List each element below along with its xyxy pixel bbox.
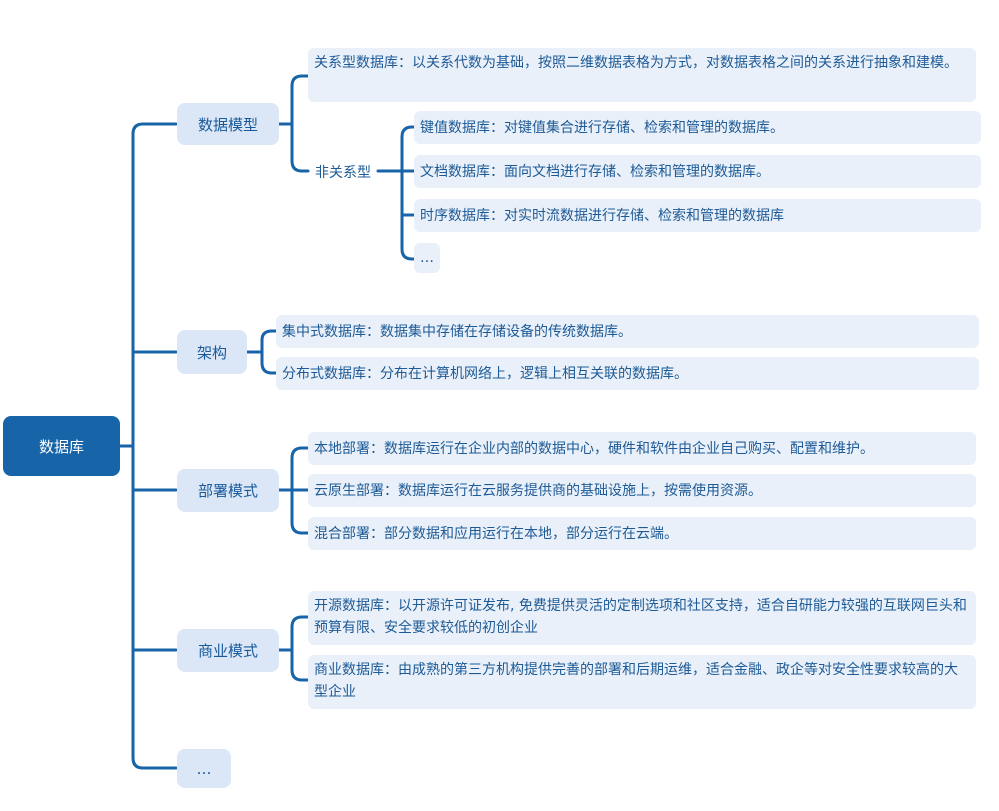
leaf-cloudnative-deploy-text: 云原生部署：数据库运行在云服务提供商的基础设施上，按需使用资源。: [314, 482, 762, 499]
leaf-keyvalue-db-text: 键值数据库：对键值集合进行存储、检索和管理的数据库。: [420, 119, 784, 136]
branch-more-label: …: [196, 759, 212, 778]
leaf-relational-db[interactable]: 关系型数据库：以关系代数为基础，按照二维数据表格为方式，对数据表格之间的关系进行…: [308, 48, 976, 102]
leaf-commercial-db-text: 商业数据库：由成熟的第三方机构提供完善的部署和后期运维，适合金融、政企等对安全性…: [314, 662, 958, 700]
leaf-distributed-db[interactable]: 分布式数据库：分布在计算机网络上，逻辑上相互关联的数据库。: [276, 357, 979, 390]
leaf-relational-db-text: 关系型数据库：以关系代数为基础，按照二维数据表格为方式，对数据表格之间的关系进行…: [314, 55, 958, 71]
leaf-onpremise-deploy-text: 本地部署：数据库运行在企业内部的数据中心，硬件和软件由企业自己购买、配置和维护。: [314, 440, 874, 457]
leaf-timeseries-db-text: 时序数据库：对实时流数据进行存储、检索和管理的数据库: [420, 207, 784, 224]
leaf-distributed-db-text: 分布式数据库：分布在计算机网络上，逻辑上相互关联的数据库。: [282, 365, 688, 382]
branch-architecture[interactable]: 架构: [177, 330, 247, 374]
node-nonrelational-label: 非关系型: [315, 165, 371, 181]
branch-business[interactable]: 商业模式: [177, 629, 279, 672]
leaf-nonrelational-more[interactable]: …: [414, 243, 440, 273]
branch-deployment[interactable]: 部署模式: [177, 469, 279, 512]
root-label: 数据库: [38, 437, 84, 456]
branch-data-model[interactable]: 数据模型: [177, 103, 279, 145]
leaf-centralized-db[interactable]: 集中式数据库：数据集中存储在存储设备的传统数据库。: [276, 315, 979, 348]
branch-more[interactable]: …: [177, 749, 231, 788]
branch-business-label: 商业模式: [197, 642, 258, 660]
leaf-commercial-db[interactable]: 商业数据库：由成熟的第三方机构提供完善的部署和后期运维，适合金融、政企等对安全性…: [308, 655, 976, 709]
leaf-document-db-text: 文档数据库：面向文档进行存储、检索和管理的数据库。: [420, 163, 770, 180]
leaf-keyvalue-db[interactable]: 键值数据库：对键值集合进行存储、检索和管理的数据库。: [414, 111, 981, 144]
node-nonrelational[interactable]: 非关系型: [308, 160, 378, 184]
leaf-centralized-db-text: 集中式数据库：数据集中存储在存储设备的传统数据库。: [282, 323, 632, 340]
leaf-opensource-db-text: 开源数据库：以开源许可证发布, 免费提供灵活的定制选项和社区支持，适合自研能力较…: [314, 598, 967, 636]
leaf-opensource-db[interactable]: 开源数据库：以开源许可证发布, 免费提供灵活的定制选项和社区支持，适合自研能力较…: [308, 591, 976, 645]
leaf-document-db[interactable]: 文档数据库：面向文档进行存储、检索和管理的数据库。: [414, 155, 981, 188]
root-node[interactable]: 数据库: [3, 416, 120, 476]
leaf-onpremise-deploy[interactable]: 本地部署：数据库运行在企业内部的数据中心，硬件和软件由企业自己购买、配置和维护。: [308, 432, 976, 465]
leaf-cloudnative-deploy[interactable]: 云原生部署：数据库运行在云服务提供商的基础设施上，按需使用资源。: [308, 474, 976, 507]
leaf-hybrid-deploy-text: 混合部署：部分数据和应用运行在本地，部分运行在云端。: [314, 525, 678, 542]
branch-data-model-label: 数据模型: [197, 115, 258, 134]
leaf-nonrelational-more-text: …: [420, 250, 434, 266]
leaf-timeseries-db[interactable]: 时序数据库：对实时流数据进行存储、检索和管理的数据库: [414, 199, 981, 232]
branch-deployment-label: 部署模式: [197, 482, 258, 500]
leaf-hybrid-deploy[interactable]: 混合部署：部分数据和应用运行在本地，部分运行在云端。: [308, 517, 976, 550]
branch-architecture-label: 架构: [196, 343, 227, 362]
